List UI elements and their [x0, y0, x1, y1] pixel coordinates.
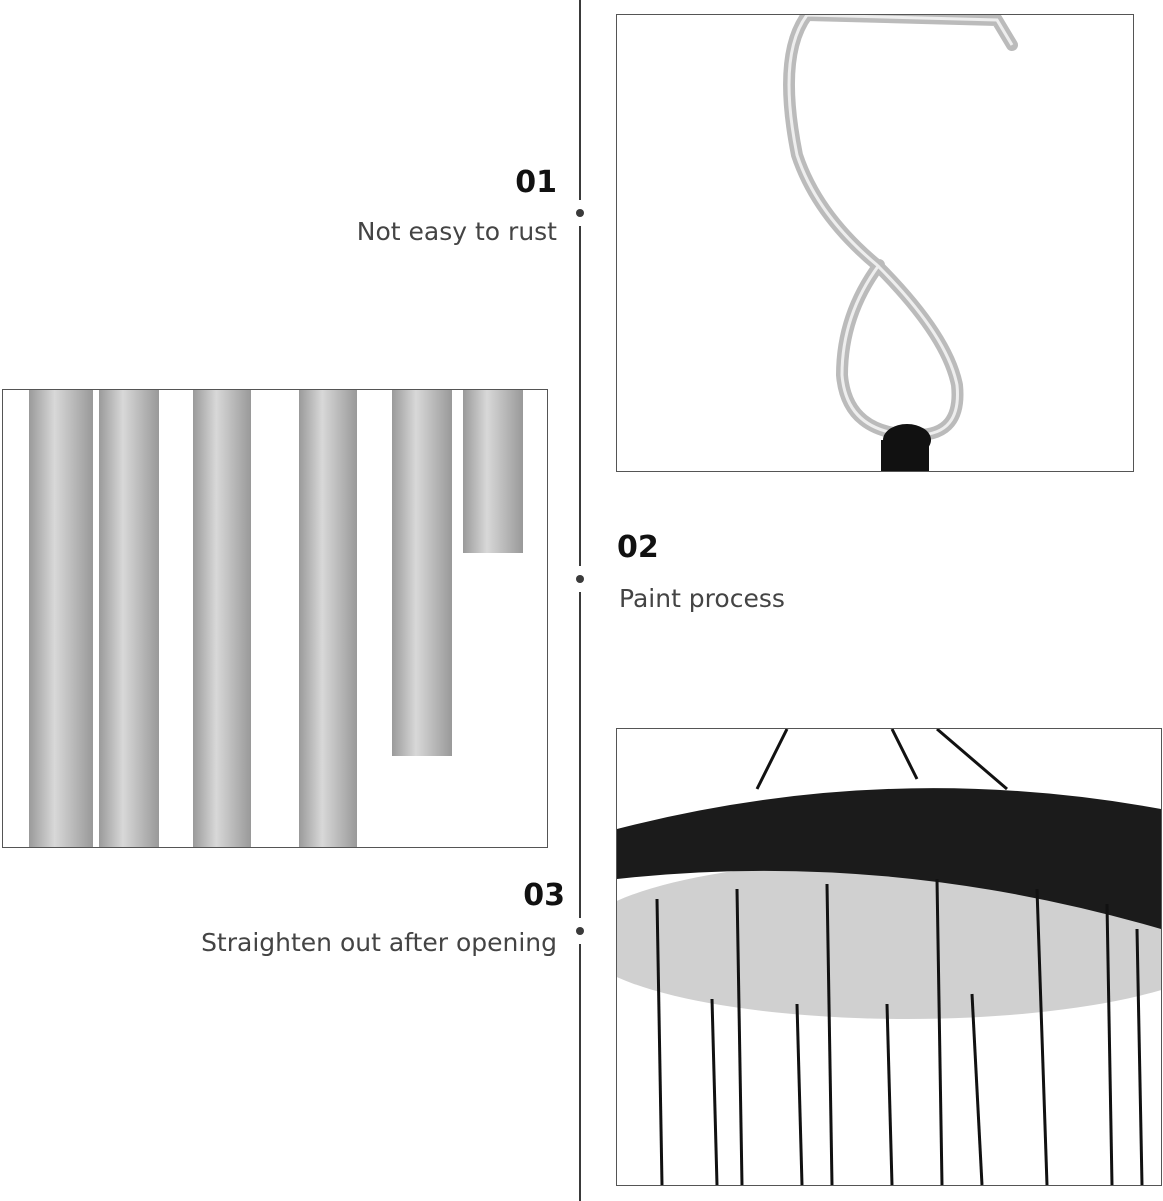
timeline-line — [579, 592, 581, 918]
timeline-line — [579, 0, 581, 200]
chime-tubes-image — [29, 390, 523, 847]
timeline-line — [579, 944, 581, 1201]
feature-label: Paint process — [619, 584, 785, 613]
feature-number: 02 — [617, 530, 659, 565]
timeline-dot — [576, 575, 584, 583]
feature-label: Not easy to rust — [356, 217, 557, 246]
tubes-photo — [2, 389, 548, 848]
hook-photo — [616, 14, 1134, 472]
wooden-disc-image — [617, 729, 1161, 1185]
timeline-line — [579, 226, 581, 566]
feature-number: 03 — [523, 878, 565, 913]
wood-disc-photo — [616, 728, 1162, 1186]
feature-number: 01 — [515, 165, 557, 200]
feature-label: Straighten out after opening — [201, 928, 557, 957]
timeline-dot — [576, 927, 584, 935]
s-hook-image — [783, 15, 1018, 471]
timeline-dot — [576, 209, 584, 217]
